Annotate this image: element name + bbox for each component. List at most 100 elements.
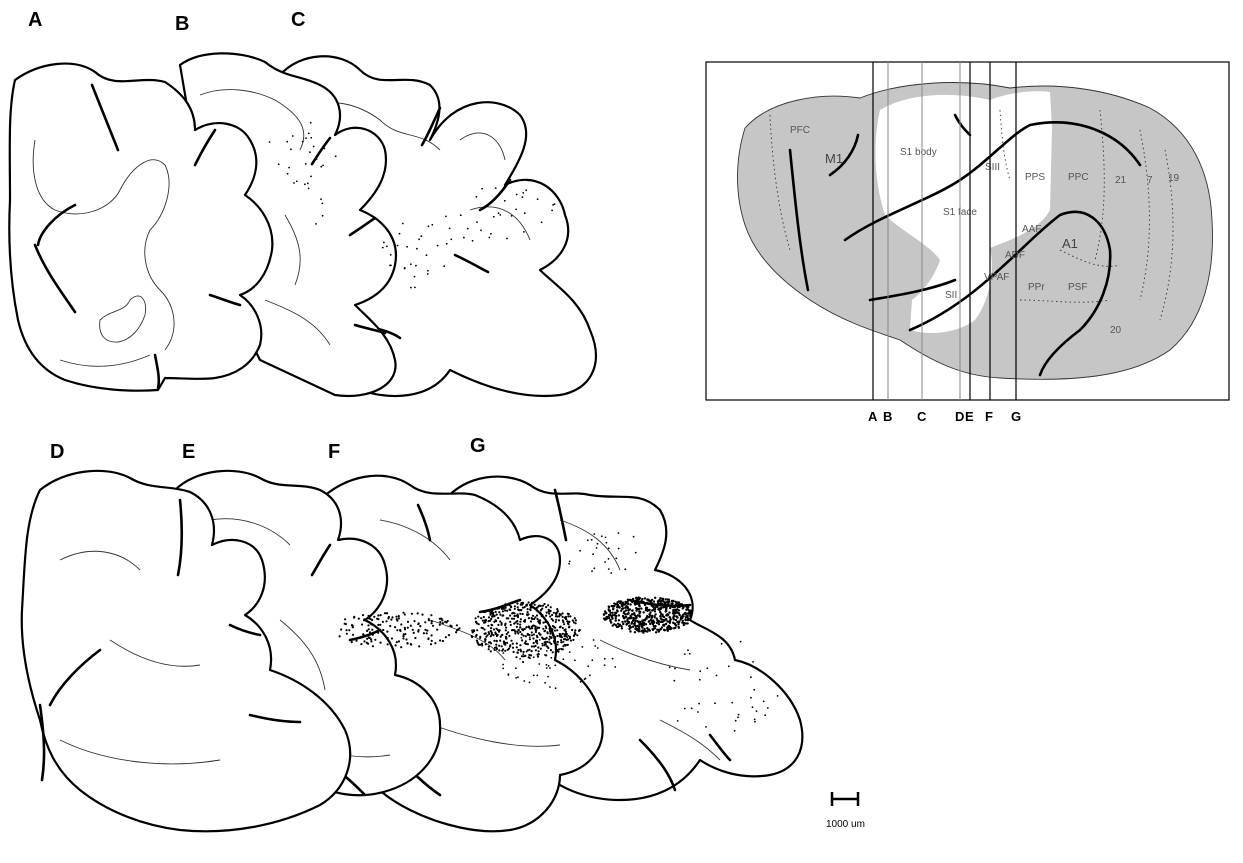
labeled-neuron-dot xyxy=(562,641,565,643)
labeled-neuron-dot xyxy=(600,535,603,538)
labeled-neuron-dot xyxy=(532,674,535,677)
labeled-neuron-dot xyxy=(483,628,486,631)
labeled-neuron-dot xyxy=(607,613,611,617)
labeled-neuron-dot xyxy=(473,629,476,633)
labeled-neuron-dot xyxy=(640,599,643,603)
labeled-neuron-dot xyxy=(409,263,412,266)
labeled-neuron-dot xyxy=(662,615,666,619)
labeled-neuron-dot xyxy=(484,639,487,643)
labeled-neuron-dot xyxy=(560,613,563,616)
labeled-neuron-dot xyxy=(511,642,514,645)
labeled-neuron-dot xyxy=(389,264,391,267)
labeled-neuron-dot xyxy=(706,667,709,670)
labeled-neuron-dot xyxy=(510,617,514,620)
labeled-neuron-dot xyxy=(413,275,416,278)
labeled-neuron-dot xyxy=(430,639,433,643)
labeled-neuron-dot xyxy=(406,642,409,645)
labeled-neuron-dot xyxy=(446,619,449,623)
labeled-neuron-dot xyxy=(414,286,416,289)
labeled-neuron-dot xyxy=(607,615,610,619)
labeled-neuron-dot xyxy=(534,627,537,630)
labeled-neuron-dot xyxy=(548,638,551,641)
labeled-neuron-dot xyxy=(622,622,625,626)
labeled-neuron-dot xyxy=(522,620,526,623)
labeled-neuron-dot xyxy=(488,632,491,636)
panel-label-a: A xyxy=(28,9,42,31)
labeled-neuron-dot xyxy=(502,640,506,644)
area-label-aaf: AAF xyxy=(1022,224,1041,235)
labeled-neuron-dot xyxy=(762,700,765,703)
labeled-neuron-dot xyxy=(545,626,548,630)
labeled-neuron-dot xyxy=(657,623,661,626)
labeled-neuron-dot xyxy=(438,623,441,626)
labeled-neuron-dot xyxy=(754,720,756,723)
labeled-neuron-dot xyxy=(390,637,393,640)
labeled-neuron-dot xyxy=(596,542,599,545)
labeled-neuron-dot xyxy=(557,650,560,653)
labeled-neuron-dot xyxy=(635,609,638,612)
labeled-neuron-dot xyxy=(385,620,388,623)
labeled-neuron-dot xyxy=(651,623,655,626)
labeled-neuron-dot xyxy=(544,625,547,628)
labeled-neuron-dot xyxy=(568,560,571,563)
labeled-neuron-dot xyxy=(360,635,363,639)
labeled-neuron-dot xyxy=(530,606,533,609)
labeled-neuron-dot xyxy=(556,643,559,646)
labeled-neuron-dot xyxy=(632,535,635,538)
labeled-neuron-dot xyxy=(295,180,298,183)
labeled-neuron-dot xyxy=(459,214,462,217)
labeled-neuron-dot xyxy=(505,632,508,636)
labeled-neuron-dot xyxy=(681,607,684,610)
labeled-neuron-dot xyxy=(525,650,528,653)
labeled-neuron-dot xyxy=(395,618,398,621)
labeled-neuron-dot xyxy=(537,646,540,649)
labeled-neuron-dot xyxy=(438,617,441,620)
area-label-a1: A1 xyxy=(1062,236,1078,251)
labeled-neuron-dot xyxy=(565,638,568,642)
labeled-neuron-dot xyxy=(536,617,539,621)
labeled-neuron-dot xyxy=(556,640,560,644)
labeled-neuron-dot xyxy=(561,632,565,635)
labeled-neuron-dot xyxy=(663,629,667,632)
labeled-neuron-dot xyxy=(310,136,313,139)
labeled-neuron-dot xyxy=(566,643,569,647)
labeled-neuron-dot xyxy=(680,603,684,606)
labeled-neuron-dot xyxy=(410,286,412,289)
labeled-neuron-dot xyxy=(646,615,649,618)
labeled-neuron-dot xyxy=(611,624,614,627)
labeled-neuron-dot xyxy=(523,606,526,609)
labeled-neuron-dot xyxy=(338,635,341,638)
labeled-neuron-dot xyxy=(399,628,402,632)
labeled-neuron-dot xyxy=(498,644,501,647)
labeled-neuron-dot xyxy=(668,666,671,669)
labeled-neuron-dot xyxy=(573,617,576,620)
labeled-neuron-dot xyxy=(402,633,405,636)
labeled-neuron-dot xyxy=(548,641,551,644)
labeled-neuron-dot xyxy=(593,533,596,535)
labeled-neuron-dot xyxy=(683,653,686,655)
labeled-neuron-dot xyxy=(551,613,554,617)
labeled-neuron-dot xyxy=(484,632,487,635)
labeled-neuron-dot xyxy=(530,631,533,634)
labeled-neuron-dot xyxy=(500,623,503,626)
labeled-neuron-dot xyxy=(539,604,542,608)
labeled-neuron-dot xyxy=(490,631,493,634)
labeled-neuron-dot xyxy=(511,646,515,649)
labeled-neuron-dot xyxy=(552,204,554,206)
labeled-neuron-dot xyxy=(545,667,548,669)
labeled-neuron-dot xyxy=(614,666,617,668)
labeled-neuron-dot xyxy=(607,609,611,612)
labeled-neuron-dot xyxy=(615,614,618,618)
labeled-neuron-dot xyxy=(776,695,779,697)
labeled-neuron-dot xyxy=(409,643,412,646)
labeled-neuron-dot xyxy=(515,646,518,649)
labeled-neuron-dot xyxy=(643,618,646,622)
labeled-neuron-dot xyxy=(505,617,508,620)
labeled-neuron-dot xyxy=(551,619,555,622)
labeled-neuron-dot xyxy=(626,607,629,610)
labeled-neuron-dot xyxy=(321,214,324,217)
labeled-neuron-dot xyxy=(554,620,557,624)
labeled-neuron-dot xyxy=(425,254,428,257)
labeled-neuron-dot xyxy=(441,619,444,622)
labeled-neuron-dot xyxy=(568,635,572,639)
